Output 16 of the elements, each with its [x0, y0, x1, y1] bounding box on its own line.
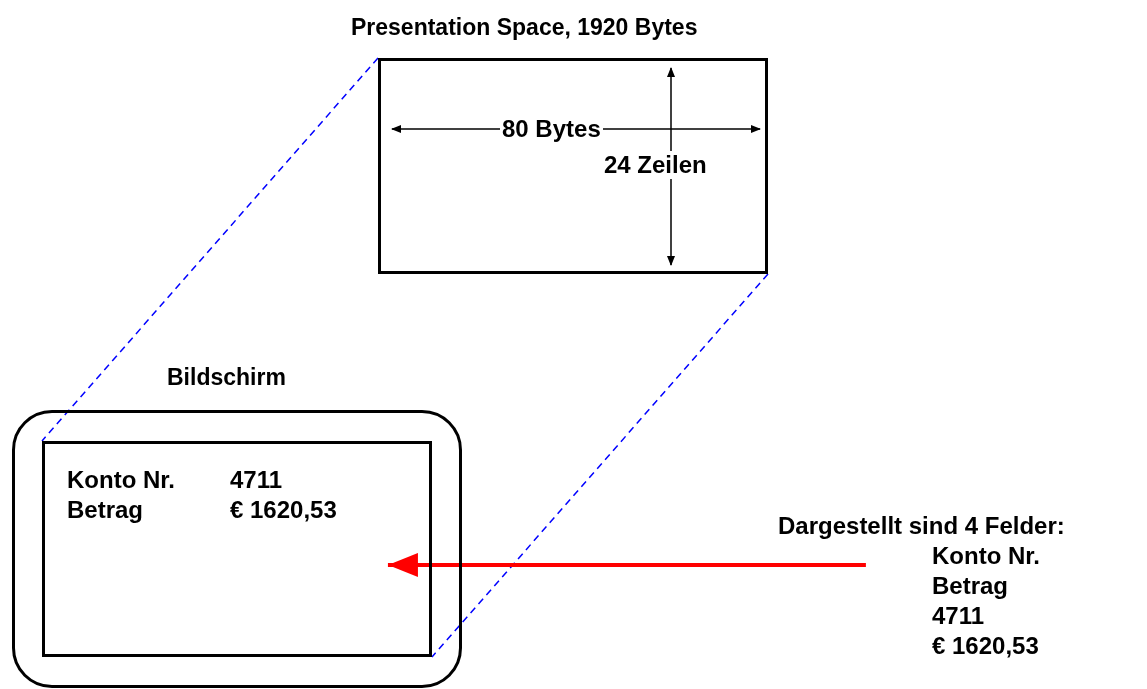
list-item: Konto Nr. [932, 542, 1040, 570]
dimension-label: 24 Zeilen [602, 151, 709, 179]
box-heading: Presentation Space, 1920 Bytes [351, 13, 698, 41]
list-item: 4711 [932, 602, 985, 630]
list-item: Betrag [932, 572, 1009, 600]
box-heading: Bildschirm [167, 363, 286, 391]
list-item: € 1620,53 [932, 632, 1039, 660]
note-heading: Dargestellt sind 4 Felder: [778, 512, 1065, 540]
field-label: Betrag [67, 496, 144, 524]
arrow [387, 553, 866, 577]
screen-box [42, 441, 432, 657]
field-value: 4711 [230, 466, 283, 494]
projection-line [431, 273, 769, 658]
field-label: Konto Nr. [67, 466, 175, 494]
field-value: € 1620,53 [230, 496, 337, 524]
projection-line [41, 57, 379, 442]
